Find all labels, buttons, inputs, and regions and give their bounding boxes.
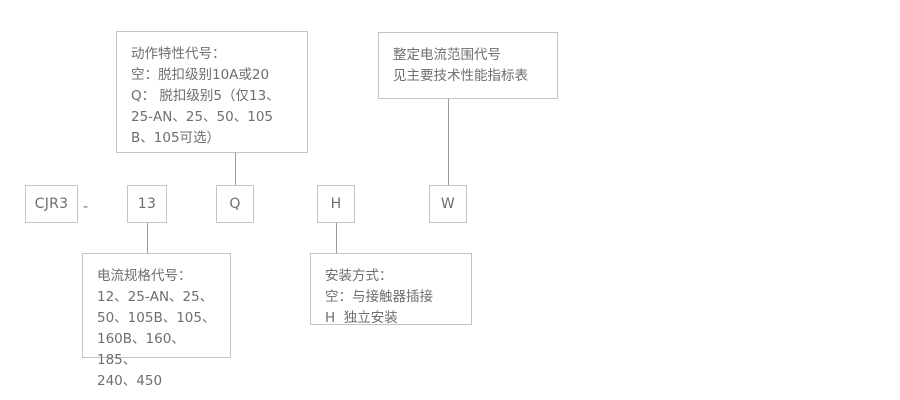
note-mounting-type: 安装方式： 空：与接触器插接 H 独立安装: [310, 253, 472, 326]
connector-current-rating: [147, 223, 148, 253]
code-box-series[interactable]: CJR3: [25, 185, 78, 223]
code-separator-dash: -: [83, 199, 89, 215]
note-setting-current-range: 整定电流范围代号 见主要技术性能指标表: [378, 32, 558, 99]
code-box-setting-current-range[interactable]: W: [429, 185, 467, 223]
note-action-characteristic: 动作特性代号： 空：脱扣级别10A或20 Q： 脱扣级别5（仅13、 25-AN…: [116, 31, 308, 153]
code-box-mounting-type[interactable]: H: [317, 185, 355, 223]
connector-setting-current-range: [448, 99, 449, 185]
code-box-current-rating[interactable]: 13: [127, 185, 167, 223]
code-box-action-characteristic[interactable]: Q: [216, 185, 254, 223]
connector-mounting-type: [336, 223, 337, 253]
note-current-rating: 电流规格代号： 12、25-AN、25、 50、105B、105、 160B、1…: [82, 253, 231, 389]
connector-action-characteristic: [235, 153, 236, 185]
